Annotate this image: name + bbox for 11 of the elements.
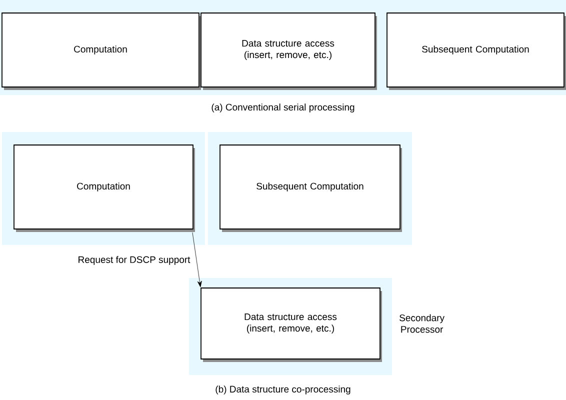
process-box: Data structure access (insert, remove, etc.) <box>200 288 382 362</box>
process-box: Computation <box>14 144 195 232</box>
caption: (a) Conventional serial processing <box>212 104 354 112</box>
process-box: Computation <box>2 12 201 90</box>
caption: (b) Data structure co-processing <box>216 386 350 394</box>
process-box: Data structure access (insert, remove, etc.) <box>200 12 377 90</box>
process-box: Subsequent Computation <box>220 144 402 232</box>
edge-label: Request for DSCP support <box>76 255 192 266</box>
arrow <box>192 232 202 288</box>
side-label: Secondary Processor <box>400 314 444 333</box>
process-box: Subsequent Computation <box>386 12 566 90</box>
